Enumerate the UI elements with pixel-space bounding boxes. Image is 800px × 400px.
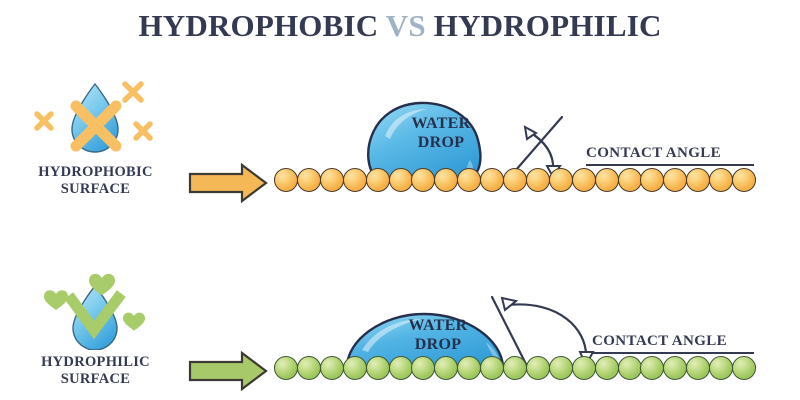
surface-sphere [503, 168, 527, 192]
surface-sphere [411, 168, 436, 192]
surface-sphere [342, 356, 367, 380]
surface-sphere [548, 168, 573, 192]
hydrophilic-side-block: HYDROPHILIC SURFACE [8, 272, 183, 388]
hydrophobic-side-block: HYDROPHOBIC SURFACE [8, 76, 183, 198]
surface-sphere [594, 168, 619, 192]
title-part-hydrophobic: HYDROPHOBIC [138, 8, 386, 43]
water-drop-label-hydrophilic: WATER DROP [408, 317, 468, 353]
surface-sphere [640, 356, 665, 380]
surface-sphere [388, 356, 413, 380]
surface-sphere [686, 356, 711, 380]
surface-sphere [319, 168, 344, 192]
surface-sphere [686, 168, 711, 192]
hydrophilic-surface-label: HYDROPHILIC SURFACE [8, 354, 183, 388]
surface-sphere [480, 356, 505, 380]
surface-sphere [480, 168, 505, 192]
surface-sphere [663, 168, 688, 192]
hydrophobic-label-line1: HYDROPHOBIC [38, 164, 153, 180]
surface-sphere [594, 356, 619, 380]
surface-sphere [571, 356, 596, 380]
surface-sphere [365, 168, 390, 192]
surface-sphere [571, 168, 596, 192]
surface-sphere [365, 356, 390, 380]
surface-sphere [548, 356, 573, 380]
surface-sphere [274, 168, 298, 192]
orange-arrow-icon [188, 162, 268, 204]
surface-sphere [274, 356, 298, 380]
surface-sphere [411, 356, 436, 380]
surface-sphere [319, 356, 344, 380]
surface-sphere [709, 356, 734, 380]
hydrophilic-label-line2: SURFACE [60, 371, 131, 387]
surface-sphere [296, 356, 321, 380]
droplet-with-x-mark-icon [8, 76, 183, 162]
contact-angle-arrowheads-hydrophilic [500, 296, 595, 368]
surface-sphere [525, 168, 550, 192]
surface-sphere [434, 356, 459, 380]
surface-sphere [342, 168, 367, 192]
surface-sphere [732, 356, 756, 380]
surface-sphere [617, 356, 642, 380]
surface-sphere [525, 356, 550, 380]
surface-sphere [663, 356, 688, 380]
surface-sphere [617, 168, 642, 192]
title-part-hydrophilic: HYDROPHILIC [425, 8, 662, 43]
surface-spheres-hydrophobic [274, 168, 756, 194]
green-arrow-icon [188, 350, 268, 392]
hydrophobic-label-line2: SURFACE [60, 181, 131, 197]
contact-angle-label-hydrophobic: CONTACT ANGLE [586, 145, 722, 161]
page-title: HYDROPHOBIC VS HYDROPHILIC [0, 8, 800, 44]
surface-sphere [388, 168, 413, 192]
surface-sphere [296, 168, 321, 192]
surface-sphere [640, 168, 665, 192]
surface-sphere [732, 168, 756, 192]
surface-sphere [457, 168, 482, 192]
surface-sphere [503, 356, 527, 380]
surface-sphere [457, 356, 482, 380]
surface-sphere [434, 168, 459, 192]
hydrophilic-label-line1: HYDROPHILIC [41, 354, 150, 370]
hydrophobic-surface-label: HYDROPHOBIC SURFACE [8, 164, 183, 198]
water-drop-label-hydrophobic: WATER DROP [411, 115, 471, 151]
surface-spheres-hydrophilic [274, 356, 756, 382]
title-vs: VS [385, 8, 426, 43]
surface-sphere [709, 168, 734, 192]
droplet-with-check-mark-icon [8, 272, 183, 351]
contact-angle-label-hydrophilic: CONTACT ANGLE [592, 333, 728, 349]
